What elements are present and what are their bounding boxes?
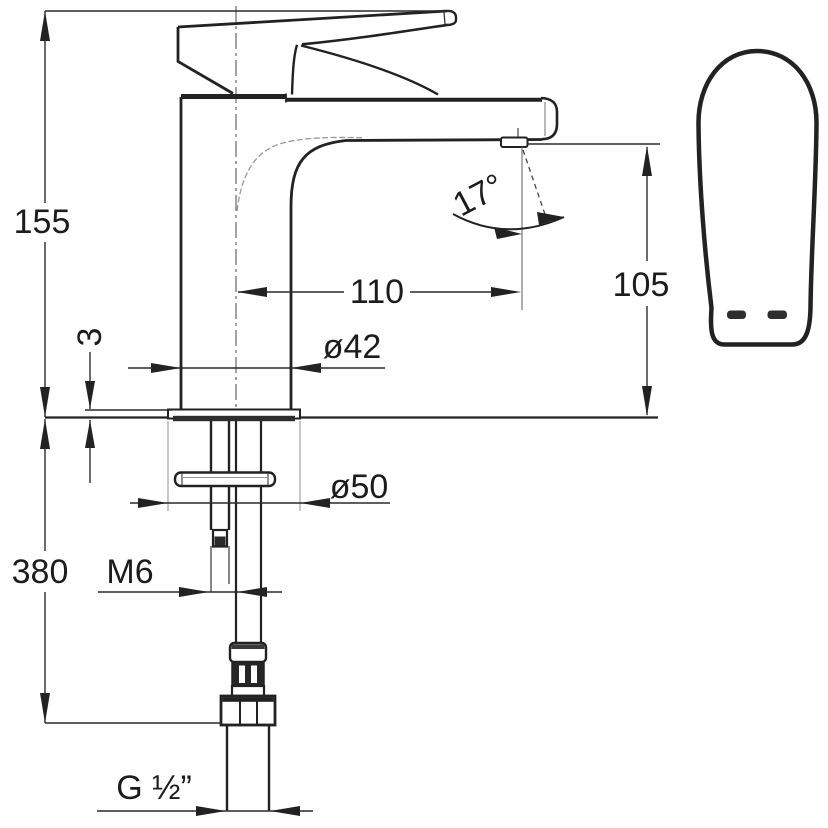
arrow-right-icon: [138, 498, 168, 508]
hex-nut-top-band: [222, 697, 274, 702]
arrow-down-icon: [40, 693, 50, 723]
dimension-d50: ø50: [130, 468, 390, 508]
arrow-down-icon: [85, 381, 95, 409]
arrow-up-icon: [40, 419, 50, 449]
hose-fitting-band: [231, 644, 265, 649]
arrow-left-icon: [291, 363, 321, 373]
dimension-3: 3: [71, 328, 172, 483]
dim-g12-label: G ½”: [116, 769, 192, 807]
dim-d42-label: ø42: [323, 328, 382, 366]
supply-hose-pipe: [234, 419, 263, 643]
dim-110-label: 110: [350, 273, 404, 311]
arc-arrow-icon: [537, 212, 564, 225]
arrow-left-icon: [237, 287, 267, 297]
dim-d50-label: ø50: [330, 468, 389, 506]
dimension-17deg: 17°: [447, 149, 565, 239]
lever-top-edge: [177, 9, 448, 29]
dim-155-label: 155: [14, 203, 71, 241]
faucet-front-view: [45, 6, 658, 811]
body-highlight-curve: [236, 136, 363, 212]
hose-ferrule: [230, 684, 266, 698]
body-right-edge-and-spout-bottom: [289, 138, 543, 410]
arrow-right-icon: [179, 587, 209, 597]
handle-slot-right: [767, 310, 787, 319]
dimension-380: 380: [12, 419, 222, 724]
aerator: [500, 136, 529, 148]
washer-end-caps: [181, 473, 269, 485]
arrow-down-icon: [642, 386, 652, 416]
braid-slot-left: [239, 665, 245, 683]
arrow-right-icon: [151, 363, 181, 373]
stud-end-band: [214, 536, 226, 546]
arrow-left-icon: [237, 587, 267, 597]
handle-cap-left-edge: [176, 27, 234, 95]
handle-slot-left: [727, 310, 746, 319]
arrow-up-icon: [40, 11, 50, 41]
dimension-105: 105: [521, 143, 670, 416]
dim-105-label: 105: [613, 266, 670, 304]
arrow-up-icon: [85, 420, 95, 448]
arrow-up-icon: [642, 146, 652, 176]
arrow-left-icon: [270, 806, 300, 816]
base-plate-shadow: [173, 415, 295, 422]
lever-tip-cap: [446, 9, 458, 27]
clamping-washer: [173, 471, 277, 488]
hex-nut-facets: [239, 701, 258, 725]
plate-extension-lines: [167, 421, 301, 511]
lever-tip-inner-line: [443, 11, 446, 25]
arrow-right-icon: [491, 287, 521, 297]
stud-thread-extension: [210, 546, 230, 592]
dim-m6-label: M6: [106, 553, 153, 591]
braided-section: [231, 661, 265, 687]
dimension-d42: ø42: [128, 328, 385, 373]
arc-arrow-icon: [494, 227, 522, 239]
handle-side-view: [696, 48, 819, 347]
arrow-left-icon: [300, 498, 330, 508]
dim-380-label: 380: [12, 553, 69, 591]
braid-slot-right: [251, 665, 257, 683]
connection-pipe: [225, 725, 271, 811]
angle-arc: [452, 213, 565, 231]
angle-dashed-line: [522, 149, 550, 227]
dimension-155: 155: [14, 10, 452, 417]
dimension-g12: G ½”: [97, 769, 313, 816]
handle-cap-right-edge: [290, 44, 299, 95]
lever-underside: [301, 23, 449, 46]
handle-neck-curve: [300, 44, 439, 96]
dimension-m6: M6: [98, 553, 282, 597]
spout-tip: [540, 96, 559, 141]
dimension-110: 110: [237, 273, 521, 311]
arrow-right-icon: [196, 806, 226, 816]
dim-3-label: 3: [71, 328, 109, 347]
arrow-down-icon: [40, 387, 50, 417]
handle-outline: [696, 48, 819, 347]
